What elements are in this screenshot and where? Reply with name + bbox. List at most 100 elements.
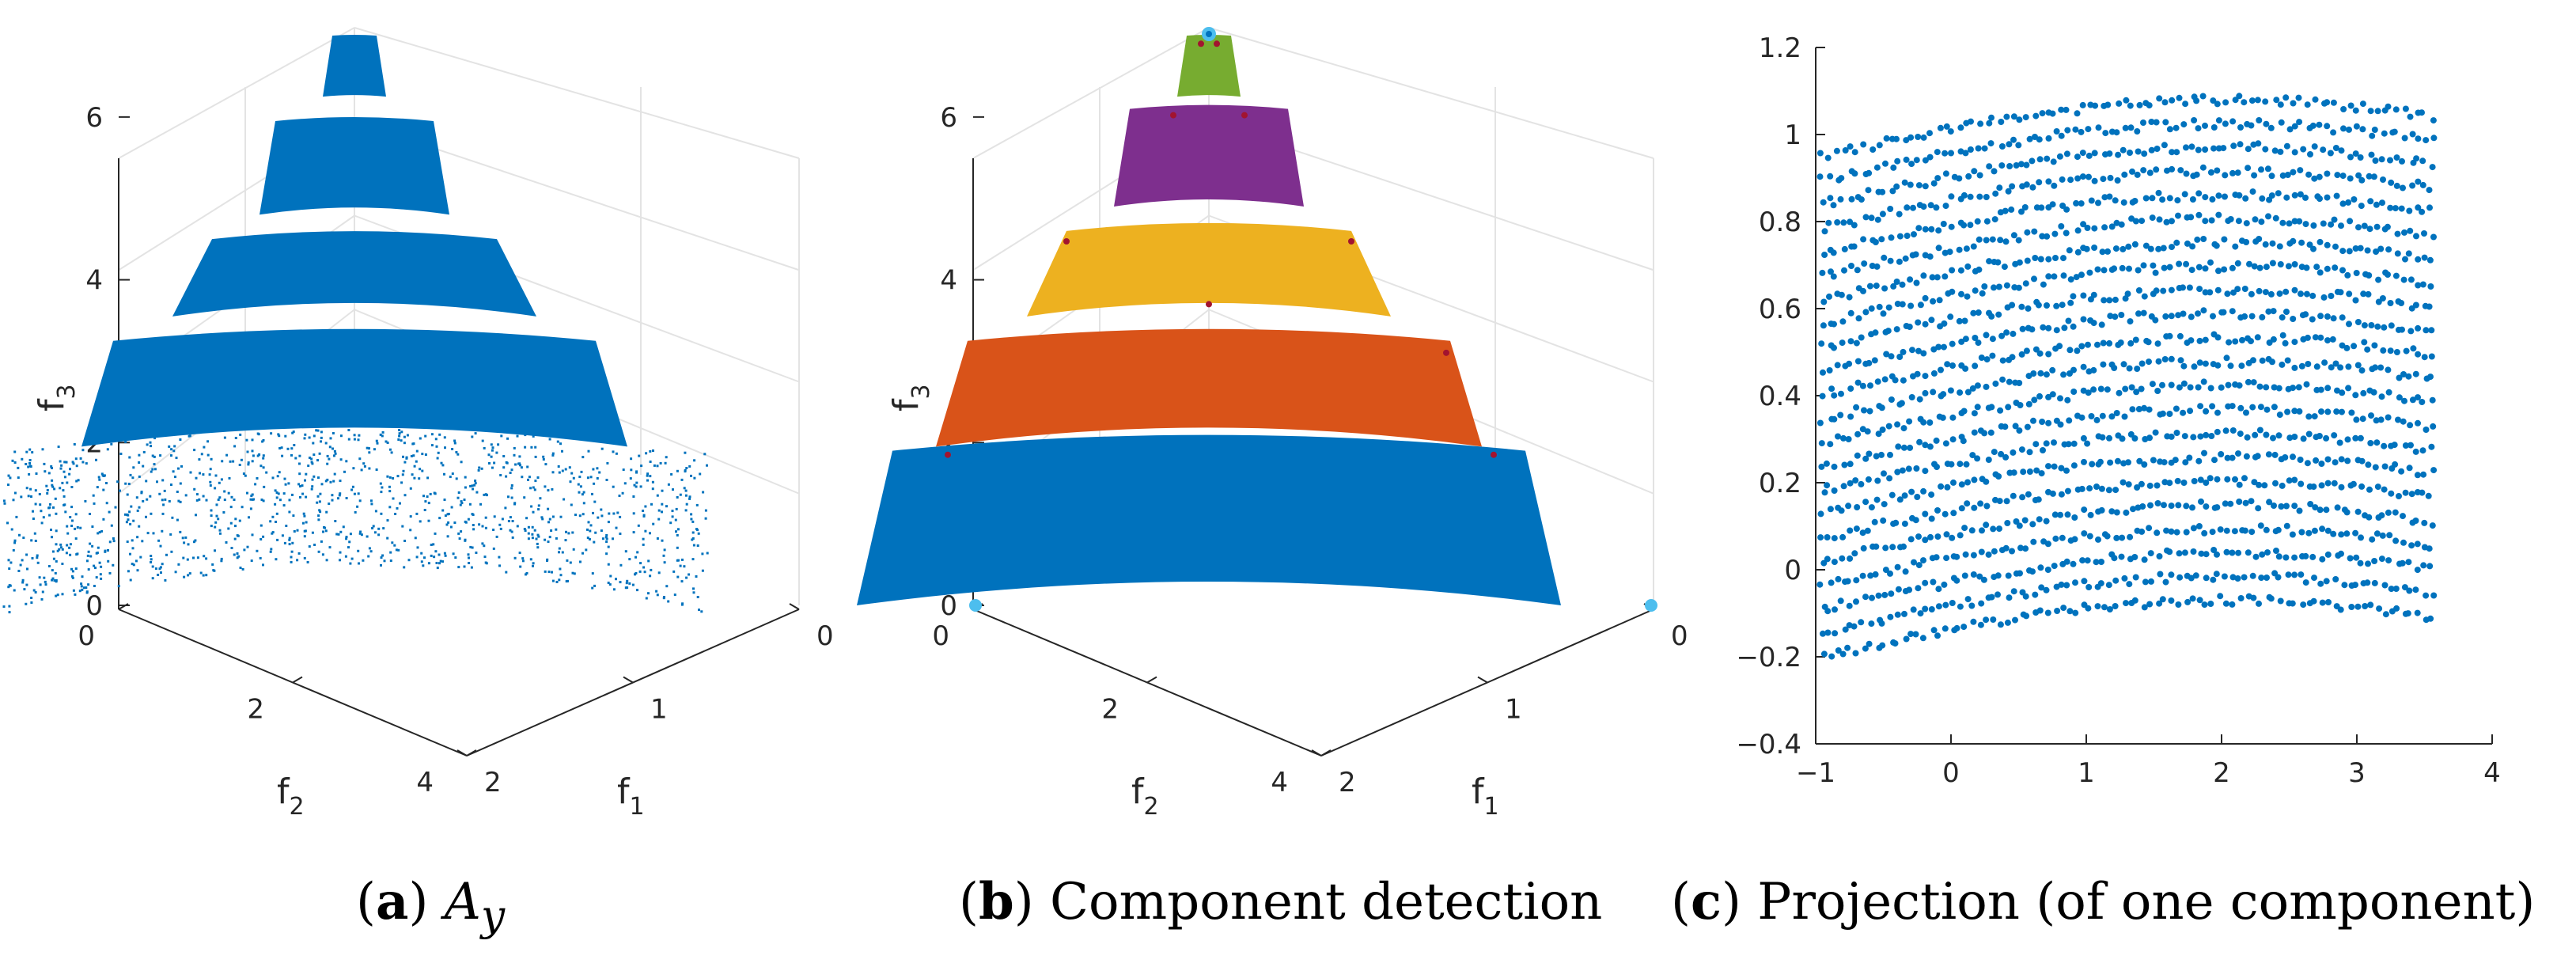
point	[2324, 170, 2331, 177]
point	[181, 537, 184, 540]
point	[220, 557, 223, 560]
point	[1820, 630, 1826, 637]
point	[2085, 584, 2093, 590]
point	[438, 433, 441, 436]
point	[199, 472, 201, 475]
point	[1998, 119, 2005, 125]
point	[94, 567, 97, 570]
point	[1839, 339, 1846, 347]
point	[661, 510, 663, 514]
point	[570, 503, 573, 506]
point	[2255, 505, 2262, 512]
point	[2236, 481, 2243, 488]
point	[1961, 525, 1968, 532]
point	[2100, 176, 2107, 183]
point	[274, 489, 277, 492]
point	[1879, 642, 1886, 649]
point	[161, 499, 164, 502]
point	[1941, 581, 1948, 588]
point	[2238, 362, 2245, 370]
point	[1995, 572, 2002, 579]
point	[2214, 504, 2221, 511]
point	[2200, 307, 2207, 314]
point	[2106, 297, 2113, 304]
point	[2119, 264, 2126, 271]
point	[2406, 207, 2413, 214]
point	[25, 583, 28, 586]
point	[2412, 301, 2419, 309]
point	[2252, 216, 2259, 223]
point	[1847, 555, 1854, 562]
point	[150, 470, 153, 473]
point	[2339, 173, 2347, 180]
point	[70, 525, 74, 527]
point	[89, 513, 91, 515]
point	[1861, 260, 1868, 267]
point	[2291, 123, 2298, 130]
point	[248, 516, 250, 519]
point	[1917, 610, 1924, 617]
point	[1983, 218, 1991, 225]
point	[246, 545, 249, 548]
point	[239, 567, 242, 569]
point	[209, 468, 212, 471]
point	[544, 485, 547, 488]
point	[2156, 216, 2163, 223]
point	[2243, 220, 2250, 227]
point	[2392, 272, 2400, 279]
point	[2291, 502, 2298, 510]
point	[2099, 412, 2106, 419]
point	[2348, 409, 2355, 416]
point	[2071, 536, 2078, 543]
point	[1881, 285, 1888, 292]
point	[662, 554, 665, 557]
point	[2146, 525, 2153, 532]
point	[275, 491, 278, 494]
point	[1892, 640, 1899, 647]
point	[423, 556, 426, 559]
point	[357, 492, 360, 495]
point	[2081, 506, 2088, 514]
point	[2018, 446, 2025, 453]
point	[85, 590, 89, 593]
point	[491, 446, 494, 449]
point	[131, 563, 134, 566]
point	[2248, 529, 2256, 536]
point	[2175, 601, 2182, 608]
point	[1851, 170, 1858, 177]
point	[2298, 362, 2305, 370]
point	[2319, 525, 2326, 533]
point	[2283, 522, 2290, 529]
point	[616, 511, 619, 514]
point	[1935, 586, 1942, 593]
point	[484, 526, 487, 529]
point	[2324, 385, 2332, 392]
point	[388, 448, 392, 451]
point	[675, 507, 678, 510]
point	[1941, 625, 1949, 632]
point	[247, 461, 250, 465]
point	[1930, 370, 1938, 377]
point	[2125, 459, 2131, 466]
point	[285, 525, 288, 527]
point	[1947, 128, 1954, 135]
point	[472, 524, 475, 526]
point	[1908, 488, 1915, 495]
point	[2208, 433, 2215, 439]
point	[470, 566, 473, 569]
point	[399, 502, 401, 505]
point	[565, 580, 568, 583]
point	[2163, 527, 2170, 534]
point	[2044, 155, 2051, 162]
point	[551, 452, 555, 455]
point	[2168, 433, 2175, 440]
point	[2073, 274, 2080, 281]
point	[551, 453, 555, 457]
point	[2180, 121, 2188, 128]
point	[214, 525, 217, 529]
point	[381, 486, 384, 489]
point	[1991, 548, 1998, 555]
point	[696, 529, 699, 532]
point	[513, 502, 516, 506]
point	[1920, 134, 1927, 141]
